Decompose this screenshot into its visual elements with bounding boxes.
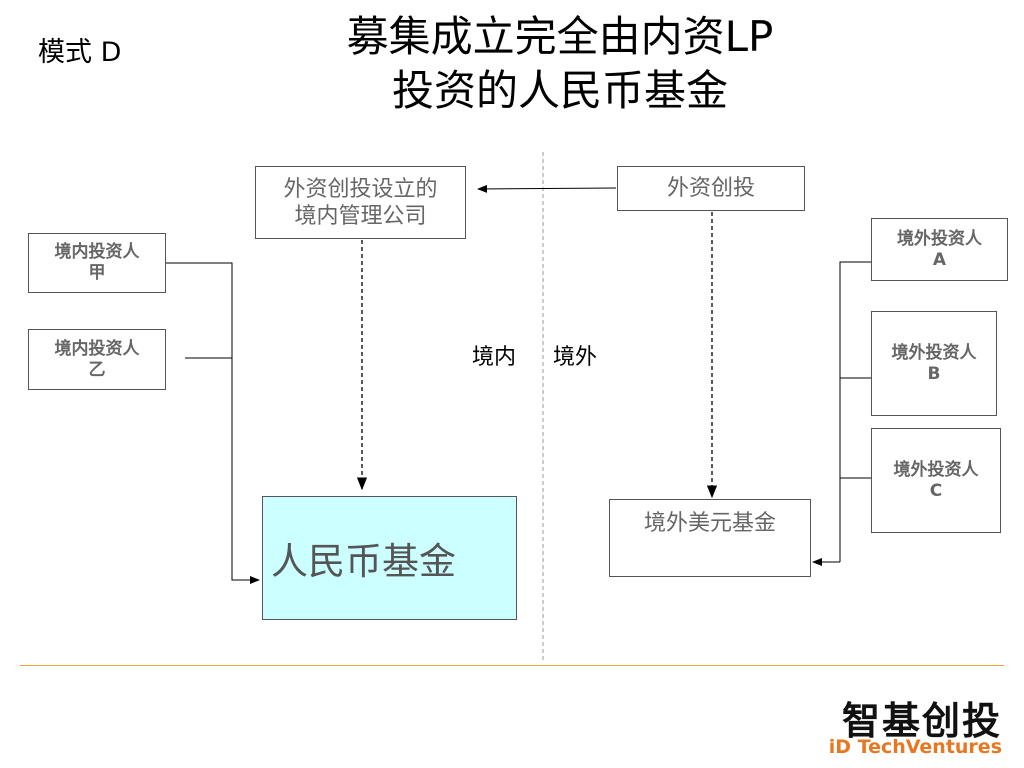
domestic-investor-a-line-1: 境内投资人 — [54, 242, 140, 262]
domestic-label: 境内 — [472, 345, 517, 370]
title-line-1: 募集成立完全由内资LP — [346, 12, 774, 61]
usd-fund-label: 境外美元基金 — [643, 511, 776, 536]
domestic-investor-b-line-1: 境内投资人 — [54, 338, 140, 359]
arrow-vc-to-mgmt — [477, 184, 617, 193]
domestic-investor-b-line-2: 乙 — [88, 359, 106, 380]
offshore-investor-c-box: 境外投资人 C — [871, 428, 1001, 533]
title-line-2: 投资的人民币基金 — [391, 66, 728, 115]
offshore-investor-b-line-2: B — [927, 363, 941, 384]
domestic-investor-b-box: 境内投资人 乙 — [28, 329, 166, 390]
mgmt-company-line-2: 境内管理公司 — [294, 203, 427, 229]
rmb-fund-label: 人民币基金 — [271, 540, 456, 583]
offshore-label: 境外 — [553, 345, 598, 370]
footer-divider — [20, 665, 1004, 666]
offshore-investor-a-line-1: 境外投资人 — [897, 228, 982, 249]
foreign-vc-label: 外资创投 — [666, 176, 755, 201]
offshore-investor-a-line-2: A — [932, 249, 947, 270]
logo-chinese: 智基创投 — [841, 699, 1002, 743]
line-off-a — [839, 261, 871, 562]
rmb-fund-box: 人民币基金 — [262, 496, 517, 620]
offshore-investor-a-box: 境外投资人 A — [871, 218, 1008, 281]
line-dom-a — [166, 262, 233, 358]
offshore-investor-c-line-1: 境外投资人 — [893, 459, 979, 480]
logo-english: iD TechVentures — [828, 736, 1002, 758]
domestic-investor-a-line-2: 甲 — [88, 263, 106, 283]
offshore-investor-b-line-1: 境外投资人 — [891, 342, 977, 363]
arrow-domestic-to-rmb — [231, 358, 260, 584]
slide-title: 募集成立完全由内资LP 投资的人民币基金 — [250, 10, 870, 118]
offshore-investor-b-box: 境外投资人 B — [871, 311, 997, 416]
domestic-investor-a-box: 境内投资人 甲 — [28, 233, 166, 293]
mgmt-company-box: 外资创投设立的 境内管理公司 — [255, 166, 466, 239]
foreign-vc-box: 外资创投 — [617, 166, 805, 211]
usd-fund-box: 境外美元基金 — [609, 499, 811, 577]
mode-label: 模式 D — [38, 37, 122, 68]
offshore-investor-c-line-2: C — [929, 480, 943, 501]
mgmt-company-line-1: 外资创投设立的 — [283, 176, 438, 202]
